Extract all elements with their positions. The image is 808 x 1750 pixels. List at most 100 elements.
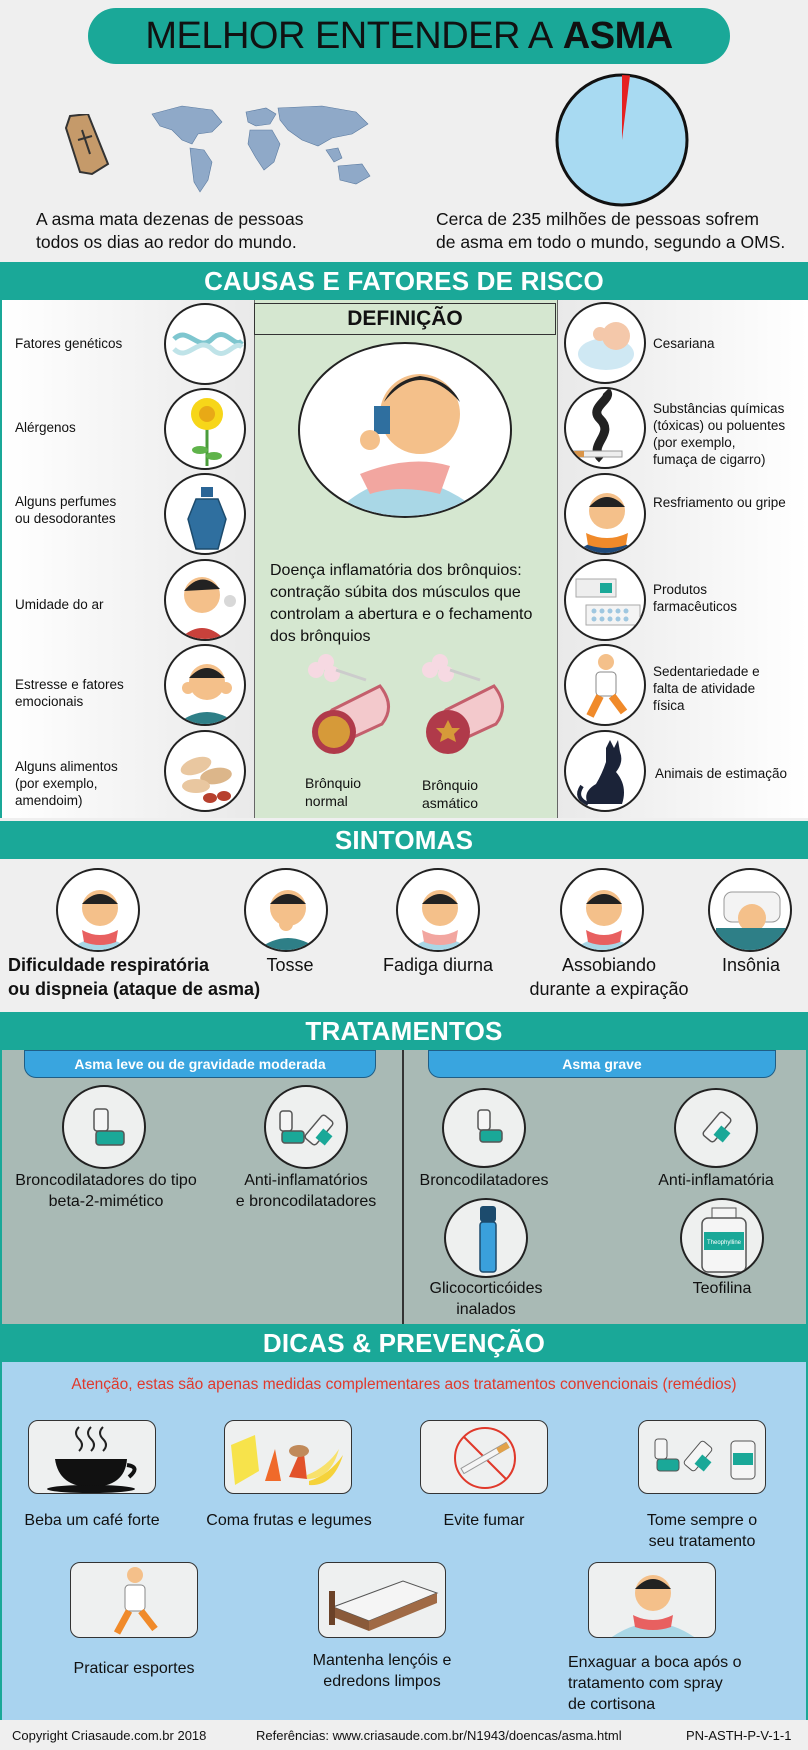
symptom-fatigue-line1: Fadiga diurna (382, 955, 494, 975)
cat-icon (564, 730, 646, 812)
severe-treatment-2-line1: Anti-inflamatória (658, 1172, 774, 1189)
normal-bronchus-icon (296, 650, 396, 760)
cause-humidity-label: Umidade do ar (15, 597, 104, 612)
tip-fruits-line1: Coma frutas e legumes (206, 1512, 372, 1529)
cause-cesarean-label: Cesariana (653, 336, 715, 351)
definition-text-line2: contração súbita dos músculos que (270, 584, 521, 601)
symptom-insomnia-label: Insônia (704, 953, 798, 977)
definition-title-text: DEFINIÇÃO (347, 307, 463, 330)
rinse-mouth-icon (588, 1562, 716, 1638)
asthmatic-bronchus-line2: asmático (422, 795, 479, 811)
perfume-bottle-icon (164, 473, 246, 555)
intro-left-line1: A asma mata dezenas de pessoas (36, 209, 304, 229)
cause-pharma: Produtos farmacêuticos (653, 581, 737, 615)
cause-foods-line1: Alguns alimentos (15, 759, 118, 774)
treatments-title-text: TRATAMENTOS (305, 1015, 503, 1046)
symptoms-title-text: SINTOMAS (334, 824, 474, 855)
tip-coffee-line1: Beba um café forte (24, 1512, 160, 1529)
definition-text-line1: Doença inflamatória dos brônquios: (270, 562, 522, 579)
cause-pets-label: Animais de estimação (655, 766, 788, 781)
sports-icon (70, 1562, 198, 1638)
footer-references[interactable]: Referências: www.criasaude.com.br/N1943/… (256, 1727, 622, 1743)
severe-asthma-header: Asma grave (428, 1050, 776, 1078)
cause-perfume-line2: ou desodorantes (15, 511, 116, 526)
man-with-inhaler-icon (298, 342, 512, 518)
symptom-cough-icon (244, 868, 328, 952)
tips-section-title: DICAS & PREVENÇÃO (0, 1324, 808, 1362)
cause-chemicals-line3: (por exemplo, (653, 435, 736, 450)
cause-chemicals: Substâncias químicas (tóxicas) ou poluen… (653, 400, 785, 468)
symptom-wheezing-icon (560, 868, 644, 952)
glucocorticoid-inhaler-icon (444, 1198, 528, 1278)
mild-asthma-header: Asma leve ou de gravidade moderada (24, 1050, 376, 1078)
intro-right-text: Cerca de 235 milhões de pessoas sofrem d… (436, 208, 785, 254)
asthmatic-bronchus-icon (410, 650, 510, 760)
tip-fruits-label: Coma frutas e legumes (196, 1510, 382, 1531)
beta2-inhaler-icon (62, 1085, 146, 1169)
cause-foods: Alguns alimentos (por exemplo, amendoim) (15, 758, 118, 809)
definition-text-line3: controlam a abertura e o fechamento (270, 606, 533, 623)
symptom-wheezing-line2: durante a expiração (529, 979, 689, 999)
anti-inflammatory-inhaler-icon (674, 1088, 758, 1168)
tip-sports-line1: Praticar esportes (73, 1660, 195, 1677)
tip-rinse-line3: de cortisona (568, 1696, 656, 1713)
symptom-insomnia-icon (708, 868, 792, 952)
severe-treatment-1-label: Broncodilatadores (414, 1170, 554, 1191)
symptom-insomnia-line1: Insônia (721, 955, 781, 975)
normal-bronchus-label: Brônquio normal (305, 774, 361, 810)
cause-sedentary-line2: falta de atividade (653, 681, 756, 696)
cause-cold-flu: Resfriamento ou gripe (653, 494, 786, 511)
no-smoking-icon (420, 1420, 548, 1494)
severe-treatment-2-label: Anti-inflamatória (650, 1170, 782, 1191)
page-title: MELHOR ENTENDER A ASMA (88, 8, 730, 64)
symptom-fatigue-label: Fadiga diurna (368, 953, 508, 977)
normal-bronchus-line1: Brônquio (305, 775, 362, 791)
tip-bedding-line1: Mantenha lençóis e (312, 1652, 452, 1669)
severe-treatment-1-line1: Broncodilatadores (419, 1172, 549, 1189)
intro-right-line2: de asma em todo o mundo, segundo a OMS. (436, 232, 786, 252)
definition-title: DEFINIÇÃO (254, 303, 556, 335)
cause-stress-line2: emocionais (15, 694, 84, 709)
treatments-section (0, 1050, 808, 1324)
cause-pharma-line1: Produtos (653, 582, 708, 597)
intro-right-line1: Cerca de 235 milhões de pessoas sofrem (436, 209, 759, 229)
severe-asthma-title: Asma grave (562, 1056, 642, 1072)
symptoms-section-title: SINTOMAS (0, 821, 808, 859)
tip-rinse-label: Enxaguar a boca após o tratamento com sp… (568, 1652, 768, 1715)
treatments-section-title: TRATAMENTOS (0, 1012, 808, 1050)
treatments-divider (402, 1050, 404, 1324)
tips-warning: Atenção, estas são apenas medidas comple… (0, 1376, 808, 1394)
symptom-dyspnea-line1: Dificuldade respiratória (8, 955, 210, 975)
tip-sports-label: Praticar esportes (60, 1658, 208, 1679)
mild-treatment-2-line1: Anti-inflamatórios (244, 1172, 368, 1189)
tip-rinse-line1: Enxaguar a boca após o (568, 1654, 742, 1671)
tip-smoking-label: Evite fumar (420, 1510, 548, 1531)
normal-bronchus-line2: normal (305, 793, 348, 809)
severe-treatment-4-label: Teofilina (660, 1278, 784, 1299)
cause-allergens-label: Alérgenos (15, 420, 76, 435)
title-prefix: MELHOR ENTENDER A (145, 14, 553, 57)
cause-foods-line2: (por exemplo, (15, 776, 98, 791)
definition-text-line4: dos brônquios (270, 628, 371, 645)
intro-left-text: A asma mata dezenas de pessoas todos os … (36, 208, 304, 254)
cause-cesarean: Cesariana (653, 335, 715, 352)
severe-treatment-3-label: Glicocorticóides inalados (420, 1278, 552, 1320)
symptom-dyspnea-line2: ou dispneia (ataque de asma) (8, 979, 261, 999)
causes-title-text: CAUSAS E FATORES DE RISCO (204, 265, 604, 296)
tip-smoking-line1: Evite fumar (443, 1512, 525, 1529)
mild-treatment-1-line2: beta-2-mimético (48, 1193, 164, 1210)
cause-chemicals-line2: (tóxicas) ou poluentes (653, 418, 786, 433)
dna-icon (164, 303, 246, 385)
cause-sedentary: Sedentariedade e falta de atividade físi… (653, 663, 760, 714)
tip-bedding-line2: edredons limpos (323, 1673, 441, 1690)
severe-treatment-4-line1: Teofilina (692, 1280, 752, 1297)
tips-warning-text: Atenção, estas são apenas medidas comple… (71, 1376, 737, 1393)
mild-asthma-title: Asma leve ou de gravidade moderada (74, 1056, 326, 1072)
severe-treatment-3-line2: inalados (456, 1301, 516, 1318)
anti-inflammatory-bronchodilator-icon (264, 1085, 348, 1169)
symptom-dyspnea-label: Dificuldade respiratória ou dispneia (at… (8, 953, 260, 1001)
cause-cold-flu-label: Resfriamento ou gripe (653, 495, 786, 510)
tip-treatment-label: Tome sempre o seu tratamento (624, 1510, 780, 1552)
symptom-wheezing-line1: Assobiando (561, 955, 657, 975)
world-map-icon (142, 100, 382, 196)
